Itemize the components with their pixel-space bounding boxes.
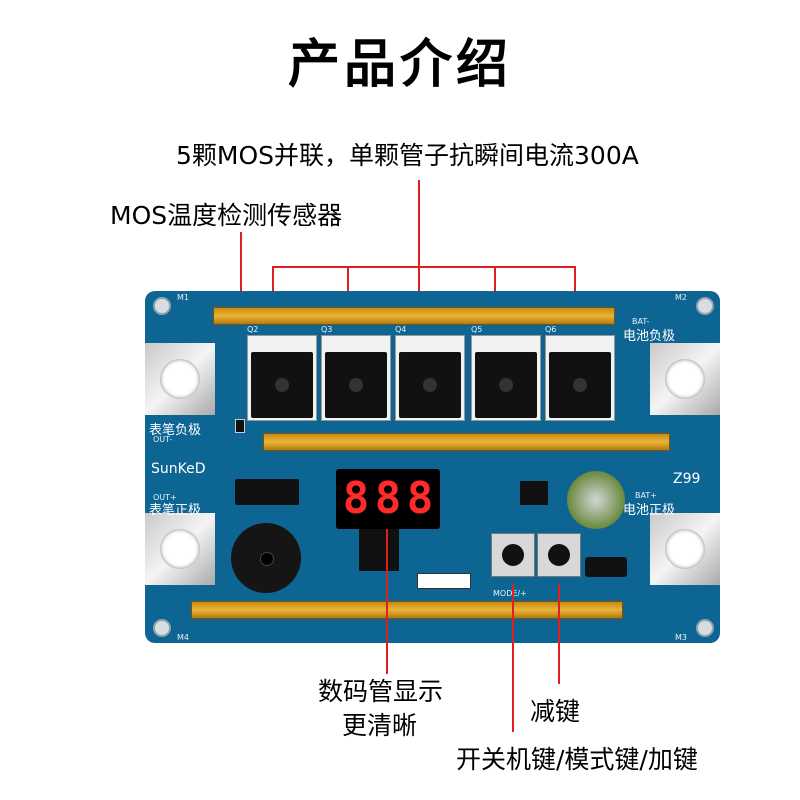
display-digit: 8	[342, 473, 370, 524]
label-brand: SunKeD	[151, 461, 206, 477]
display-caption-line2: 更清晰	[342, 711, 418, 740]
callout-line-display	[386, 529, 388, 674]
callout-line-multi	[512, 584, 514, 732]
mosfet-q3	[321, 335, 391, 421]
minus-button[interactable]	[537, 533, 581, 577]
page-title: 产品介绍	[287, 35, 512, 95]
capacitor	[567, 471, 625, 529]
label-mode: MODE/+	[493, 589, 527, 598]
temp-sensor	[235, 419, 245, 433]
display-digit: 8	[406, 473, 434, 524]
pad-bat-pos	[650, 513, 720, 585]
label-model: Z99	[673, 471, 701, 487]
label-pen-pos-code: OUT+	[153, 493, 177, 502]
mos-parallel-caption: 5颗MOS并联，单颗管子抗瞬间电流300A	[176, 141, 639, 170]
temp-sensor-caption: MOS温度检测传感器	[110, 201, 343, 230]
callout-line-minus	[558, 584, 560, 684]
mosfet-q4	[395, 335, 465, 421]
label-q2: Q2	[247, 325, 259, 334]
seven-segment-display: 8 8 8	[336, 469, 440, 529]
label-q4: Q4	[395, 325, 407, 334]
relay-chip	[235, 479, 299, 505]
mount-hole-m1	[153, 297, 171, 315]
bottom-bus-bar	[191, 601, 623, 619]
mount-label-m3: M3	[675, 633, 687, 642]
display-digit: 8	[374, 473, 402, 524]
label-q3: Q3	[321, 325, 333, 334]
pad-bat-neg	[650, 343, 720, 415]
label-q5: Q5	[471, 325, 483, 334]
mosfet-q2	[247, 335, 317, 421]
mount-label-m1: M1	[177, 293, 189, 302]
buzzer	[231, 523, 301, 593]
label-pen-pos: 表笔正极	[149, 503, 202, 518]
mount-hole-m3	[696, 619, 714, 637]
terminal-hole	[160, 359, 200, 399]
top-bus-bar	[213, 307, 615, 325]
mount-hole-m2	[696, 297, 714, 315]
transistor-chip	[520, 481, 548, 505]
label-bat-neg: 电池负极	[623, 329, 676, 344]
pad-out-neg	[145, 343, 215, 415]
label-bat-pos-code: BAT+	[635, 491, 657, 500]
mount-label-m2: M2	[675, 293, 687, 302]
pad-out-pos	[145, 513, 215, 585]
header-connector	[417, 573, 471, 589]
label-pen-neg-code: OUT-	[153, 435, 173, 444]
diode-chip	[585, 557, 627, 577]
display-caption-line1: 数码管显示	[318, 677, 444, 706]
label-q6: Q6	[545, 325, 557, 334]
minus-key-caption: 减键	[530, 697, 581, 726]
terminal-hole	[665, 529, 705, 569]
terminal-hole	[160, 529, 200, 569]
mount-label-m4: M4	[177, 633, 189, 642]
terminal-hole	[665, 359, 705, 399]
mosfet-q5	[471, 335, 541, 421]
label-bat-neg-code: BAT-	[632, 317, 650, 326]
mount-hole-m4	[153, 619, 171, 637]
pcb-board: M1 M2 M3 M4 BAT- 电池负极 表笔负极 OUT- SunKeD O…	[145, 291, 720, 643]
multi-key-caption: 开关机键/模式键/加键	[456, 745, 698, 774]
label-bat-pos: 电池正极	[623, 503, 676, 518]
label-pen-neg: 表笔负极	[149, 423, 202, 438]
mosfet-q6	[545, 335, 615, 421]
middle-bus-bar	[263, 433, 670, 451]
mcu-chip	[359, 527, 399, 571]
mode-plus-button[interactable]	[491, 533, 535, 577]
